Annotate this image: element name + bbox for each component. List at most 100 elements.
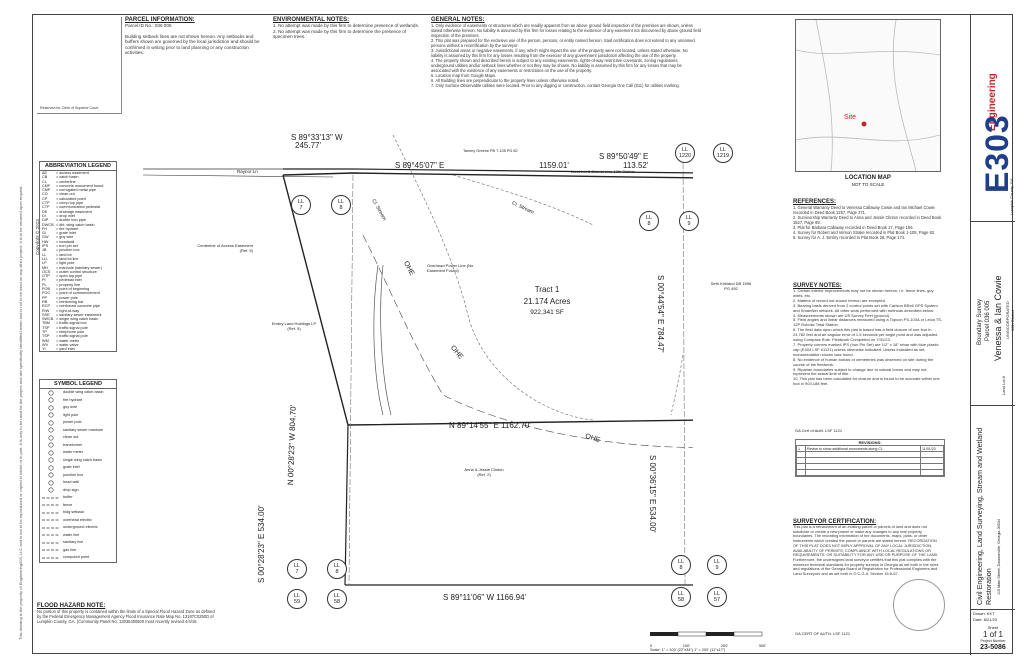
legend-symbol-icon (42, 420, 60, 426)
flood-hazard-note: FLOOD HAZARD NOTE: No portion of this pr… (37, 603, 217, 624)
symbol-row: fire hydrant (40, 397, 116, 405)
general-notes-title: GENERAL NOTES: (431, 17, 485, 23)
legend-symbol-icon (42, 525, 60, 531)
abbreviation-meaning: = junction box (56, 248, 80, 253)
parcel-number: Parcel ID No.: 036 005 (125, 23, 172, 28)
land-lot-marker-number: 8 (339, 205, 343, 211)
abbreviation-row: RB= reinforcing bar (40, 300, 116, 304)
legend-symbol-icon (42, 517, 60, 523)
abbreviation-meaning: = water meter (56, 338, 80, 343)
dist-top: 1159.01' (539, 161, 569, 170)
land-lot-marker-number: 8 (647, 221, 651, 227)
abbreviation-code: YI (42, 347, 46, 352)
abbreviation-meaning: = access easement (56, 171, 89, 175)
abbreviation-code: OCS (42, 269, 51, 274)
reference-5: 5. Survey for A. J. Embry recorded in Pl… (793, 235, 906, 240)
abbreviation-row: RCP = reinforced concrete pipe (40, 304, 116, 308)
symbol-row: fence (40, 502, 116, 510)
symbol-row: junction box (40, 472, 116, 480)
abbreviation-code: CMP (42, 188, 51, 193)
abbreviation-meaning: = traffic signal pole (56, 325, 88, 330)
legend-symbol-icon (42, 405, 60, 411)
symbol-row: grate inlet (40, 464, 116, 472)
location-map-title: LOCATION MAP (845, 175, 891, 181)
reference-2: 2. Survivorship Warranty Deed to Anna an… (793, 215, 942, 225)
abbreviation-code: AE (42, 171, 48, 175)
services-text: Civil Engineering, Land Surveying, Strea… (975, 427, 993, 605)
abbreviation-meaning: = right-of-way (56, 308, 80, 313)
legend-symbol-icon (42, 502, 60, 508)
address-text: 115 Main Street, Dawsonville, Georgia 30… (997, 518, 1001, 595)
symbol-label: head wall (63, 480, 80, 484)
survey-note: 7. Property corners marked IPS (Iron Pin… (793, 341, 939, 357)
project-number: 23-5086 (980, 644, 1006, 651)
abbreviation-row: TSP= traffic signal pole (40, 334, 116, 338)
symbol-row: sanitary sewer manhole (40, 427, 116, 435)
site-label: Site (844, 114, 857, 121)
general-notes: GENERAL NOTES: 1. Only evidence of easem… (431, 17, 701, 88)
land-lot-marker-label: LL (293, 563, 301, 569)
abbreviation-meaning: = calculated point (56, 196, 86, 201)
abbreviation-row: PL= property line (40, 283, 116, 287)
abbreviation-code: LLL (42, 256, 49, 261)
tract-acres: 21.174 Acres (523, 297, 571, 306)
abbreviation-code: JB (42, 248, 47, 253)
symbol-label: underground electric (63, 525, 98, 529)
abbreviation-code: DIP (42, 218, 49, 223)
survey-notes-title: SURVEY NOTES: (793, 283, 842, 289)
abbreviation-code: POB (42, 287, 51, 292)
land-lot-marker-label: LL (713, 559, 721, 565)
general-note-6: 6. All Building lines are perpendicular … (431, 78, 580, 83)
abbreviation-code: OTP (42, 274, 50, 279)
abbreviation-meaning: = clean out (56, 192, 75, 197)
survey-note: 4. Measurements shown are US Survey Feet… (793, 312, 891, 318)
abbreviation-row: CTP= crimp top pipe (40, 201, 116, 205)
symbol-label: overhead electric (63, 517, 92, 522)
surveyor-cert-text: This plat is a retracement of an existin… (793, 524, 939, 577)
symbol-label: bldg setback (63, 510, 85, 514)
legend-symbol-icon (42, 442, 60, 448)
references-title: REFERENCES: (793, 199, 837, 205)
land-lot-marker-label: LL (333, 593, 341, 599)
symbol-row: single wing catch basin (40, 457, 116, 465)
bearing-right: S 00°44'54" E 784.47' (656, 275, 665, 353)
abbreviation-row: YI= yard inlet (40, 347, 116, 351)
abbreviation-meaning: = headwall (56, 239, 75, 244)
general-note-1: 1. Only evidence of easements or structu… (431, 23, 701, 38)
abbreviation-code: DWCB (42, 222, 54, 227)
abbreviation-row: POB = point of beginning (40, 287, 116, 291)
legend-symbol-icon (42, 495, 60, 501)
abbreviation-meaning: = point of beginning (56, 287, 90, 292)
surveyor-cert-line: GA CERT OF AUTH. LSF 1121 (795, 631, 851, 636)
clerk-reserved-label: Reserved for Clerk of Superior Court (40, 106, 99, 111)
abbreviation-row: TBM= traffic signal box (40, 321, 116, 325)
bearing-north-top: S 89°33'13" W (291, 133, 343, 142)
date-block: Drawn: KKT (973, 611, 995, 616)
abbreviation-meaning: = water valve (56, 342, 79, 347)
land-lot-marker-label: LL (685, 215, 693, 221)
abbreviation-row: CMP= corrugated metal pipe (40, 188, 116, 192)
flood-text: No portion of this property is contained… (37, 609, 215, 624)
title-block: Engineering E303 Lumpkin County, GA Boun… (970, 15, 1015, 655)
dist-top-right: 113.52' (623, 161, 649, 170)
abbreviation-meaning: = reinforced concrete pipe (56, 304, 101, 309)
abbreviation-row: JB = junction box (40, 248, 116, 252)
overhead-power-line (362, 234, 693, 448)
land-lot-label: Land Lot 8 (1001, 376, 1006, 395)
abbreviation-row: OTP= open top pipe (40, 274, 116, 278)
titleblock-parcel: Parcel 036 005 (985, 300, 991, 341)
legend-symbol-icon (42, 390, 60, 396)
symbol-label: power pole (63, 420, 82, 424)
symbol-label: clean out (63, 435, 79, 439)
project-label: Project Number (980, 639, 1006, 643)
abbreviation-meaning: = light pole (56, 261, 75, 266)
bearing-lower-left: S 00°28'23" E 534.00' (257, 505, 266, 583)
bearing-lower-right: S 00°36'15" E 534.00' (648, 455, 657, 533)
reference-1: 1. General Warranty Deed to Venessa Call… (793, 205, 935, 215)
abbreviation-code: TSP (42, 325, 50, 330)
abbreviation-code: RCP (42, 304, 51, 309)
dist-north-top: 245.77' (295, 141, 321, 150)
